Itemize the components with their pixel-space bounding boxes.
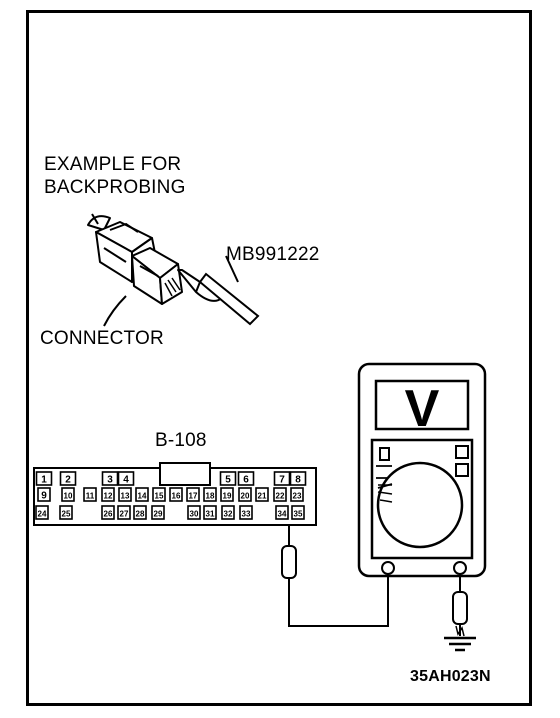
pin-cavity-26 (101, 505, 115, 520)
pin-cavity-32 (221, 505, 235, 520)
diagram-frame (26, 10, 532, 706)
range-button-3 (455, 463, 469, 477)
pin-cavity-13 (118, 487, 132, 502)
pin-label-34: 34 (278, 510, 287, 519)
pin-cavity-29 (151, 505, 165, 520)
pin-cavity-1 (35, 471, 53, 486)
pin-label-35: 35 (294, 510, 303, 519)
positive-probe (281, 524, 297, 584)
pin-label-25: 25 (62, 510, 71, 519)
multimeter-display (374, 379, 470, 431)
pin-label-29: 29 (154, 510, 163, 519)
pin-cavity-8 (289, 471, 307, 486)
pin-cavity-23 (290, 487, 304, 502)
pin-label-8: 8 (295, 475, 301, 486)
pin-label-32: 32 (224, 510, 233, 519)
meter-display-symbol: V (405, 380, 440, 438)
pin-cavity-20 (238, 487, 252, 502)
pin-label-22: 22 (276, 492, 285, 501)
pin-cavity-35 (291, 505, 305, 520)
figure-code-label: 35AH023N (410, 668, 491, 685)
pin-cavity-33 (239, 505, 253, 520)
pin-label-13: 13 (121, 492, 130, 501)
pin-label-6: 6 (243, 475, 249, 486)
pin-cavity-15 (152, 487, 166, 502)
pin-label-26: 26 (104, 510, 113, 519)
pin-label-30: 30 (190, 510, 199, 519)
pin-cavity-3 (101, 471, 119, 486)
pin-cavity-12 (101, 487, 115, 502)
pin-label-7: 7 (279, 475, 285, 486)
range-button-1 (379, 447, 390, 461)
pin-label-11: 11 (86, 492, 95, 501)
pin-label-16: 16 (172, 492, 181, 501)
pin-cavity-25 (59, 505, 73, 520)
pin-label-1: 1 (41, 475, 47, 486)
pin-label-14: 14 (138, 492, 147, 501)
connector-illustration (87, 213, 223, 305)
backprobe-tool-icon (198, 255, 260, 326)
pin-label-19: 19 (223, 492, 232, 501)
connector-label: CONNECTOR (40, 328, 164, 349)
pin-label-23: 23 (293, 492, 302, 501)
pin-cavity-7 (273, 471, 291, 486)
pin-label-12: 12 (104, 492, 113, 501)
pin-cavity-22 (273, 487, 287, 502)
pin-cavity-31 (203, 505, 217, 520)
pin-cavity-14 (135, 487, 149, 502)
pin-cavity-19 (220, 487, 234, 502)
connector-id-label: B-108 (155, 430, 207, 451)
pin-label-33: 33 (242, 510, 251, 519)
multimeter-panel (370, 438, 474, 560)
pin-label-5: 5 (225, 475, 231, 486)
ground-probe (452, 574, 468, 637)
pin-cavity-5 (219, 471, 237, 486)
example-label-line2: BACKPROBING (44, 177, 186, 198)
pin-cavity-9 (37, 487, 51, 502)
pin-cavity-34 (275, 505, 289, 520)
pin-label-18: 18 (206, 492, 215, 501)
v-jack (453, 561, 467, 575)
pin-label-15: 15 (155, 492, 164, 501)
test-lead-wire (288, 574, 389, 627)
pin-label-17: 17 (189, 492, 198, 501)
pin-cavity-27 (117, 505, 131, 520)
connector-leader-line (103, 295, 127, 327)
pin-label-9: 9 (41, 491, 47, 502)
multimeter (357, 362, 487, 578)
pin-label-24: 24 (38, 510, 47, 519)
multimeter-body (357, 362, 487, 578)
tool-label: MB991222 (226, 244, 320, 265)
com-jack (381, 561, 395, 575)
pin-label-20: 20 (241, 492, 250, 501)
ground-symbol-icon (444, 636, 476, 652)
pin-cavity-6 (237, 471, 255, 486)
pin-cavity-11 (83, 487, 97, 502)
pin-label-2: 2 (65, 475, 71, 486)
pin-label-21: 21 (258, 492, 267, 501)
pin-label-28: 28 (136, 510, 145, 519)
pin-cavity-2 (59, 471, 77, 486)
pin-label-10: 10 (64, 492, 73, 501)
pin-cavity-30 (187, 505, 201, 520)
connector-lock-tab (159, 462, 211, 486)
pin-cavity-4 (117, 471, 135, 486)
pin-label-27: 27 (120, 510, 129, 519)
connector-b108 (33, 462, 317, 526)
pin-cavity-16 (169, 487, 183, 502)
pin-cavity-28 (133, 505, 147, 520)
multimeter-dial (376, 461, 464, 549)
range-button-2 (455, 445, 469, 459)
pin-cavity-24 (35, 505, 49, 520)
pin-label-4: 4 (123, 475, 129, 486)
pin-label-31: 31 (206, 510, 215, 519)
pin-cavity-18 (203, 487, 217, 502)
pin-label-3: 3 (107, 475, 113, 486)
pin-cavity-10 (61, 487, 75, 502)
example-label-line1: EXAMPLE FOR (44, 154, 182, 175)
pin-cavity-21 (255, 487, 269, 502)
pin-cavity-17 (186, 487, 200, 502)
